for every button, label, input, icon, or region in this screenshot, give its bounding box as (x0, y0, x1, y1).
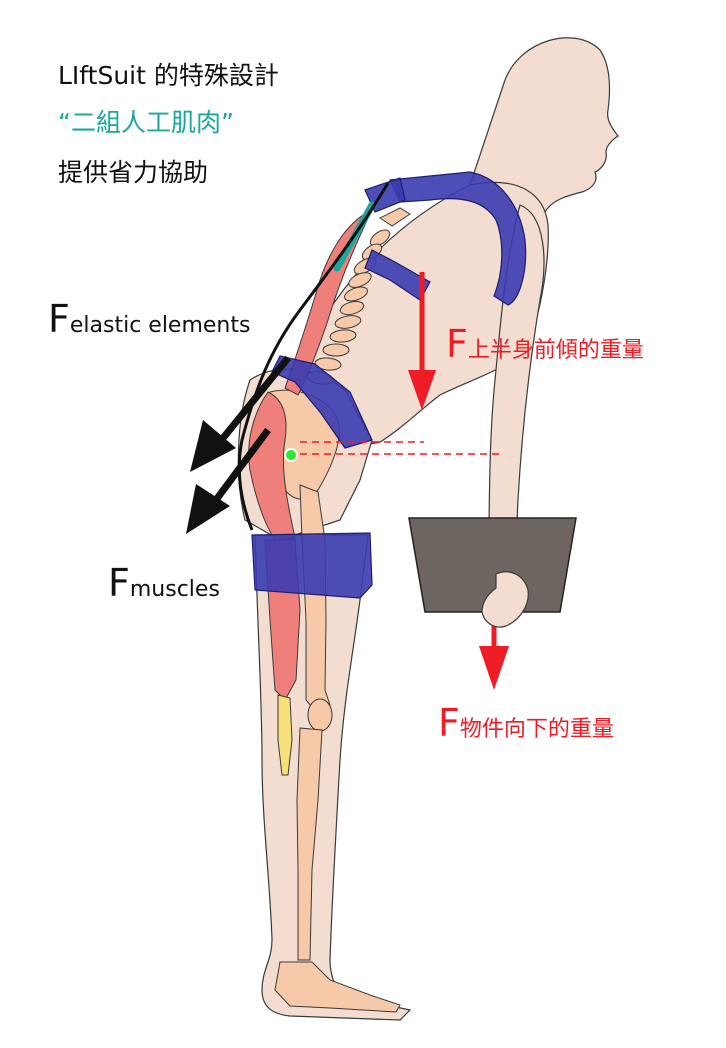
arrow-muscles-shaft (207, 427, 271, 511)
force-label-upper-body: 上半身前傾的重量 (467, 338, 644, 363)
force-symbol: F (48, 297, 70, 341)
arrow-elastic-head (190, 420, 236, 472)
headline-line-3: 提供省力協助 (58, 158, 209, 187)
arrow-upper-head (408, 370, 436, 410)
muscles (248, 208, 374, 776)
force-symbol: F (446, 322, 468, 366)
thigh-cuff (251, 532, 373, 599)
shoulder-strap (389, 171, 527, 306)
headline-line-1: LIftSuit 的特殊設計 (58, 61, 279, 90)
arrow-elastic-shaft (212, 355, 291, 451)
hand (481, 571, 529, 628)
label-force-object: F物件向下的重量 (438, 704, 614, 743)
label-force-upper-body: F上半身前傾的重量 (446, 325, 644, 364)
force-subscript-muscles: muscles (129, 577, 220, 602)
force-subscript-elastic: elastic elements (69, 313, 251, 338)
label-force-muscles: Fmuscles (108, 564, 220, 602)
foot (274, 961, 401, 1013)
calf-tendon (277, 694, 293, 776)
force-label-object: 物件向下的重量 (459, 717, 614, 742)
waist-belt (271, 355, 373, 449)
tibia (296, 727, 323, 961)
headline-line-2: “二組人工肌肉” (58, 108, 234, 137)
hip-pivot-point (284, 448, 298, 462)
label-force-elastic: Felastic elements (48, 300, 250, 338)
harness (251, 171, 527, 599)
force-symbol: F (438, 701, 460, 745)
elastic-cable (237, 182, 390, 531)
force-arrows (186, 272, 509, 690)
carried-box (408, 517, 577, 613)
back-muscle (284, 208, 374, 396)
arrow-object-head (479, 646, 509, 690)
arrow-muscles-head (186, 484, 230, 534)
force-symbol: F (108, 561, 130, 605)
